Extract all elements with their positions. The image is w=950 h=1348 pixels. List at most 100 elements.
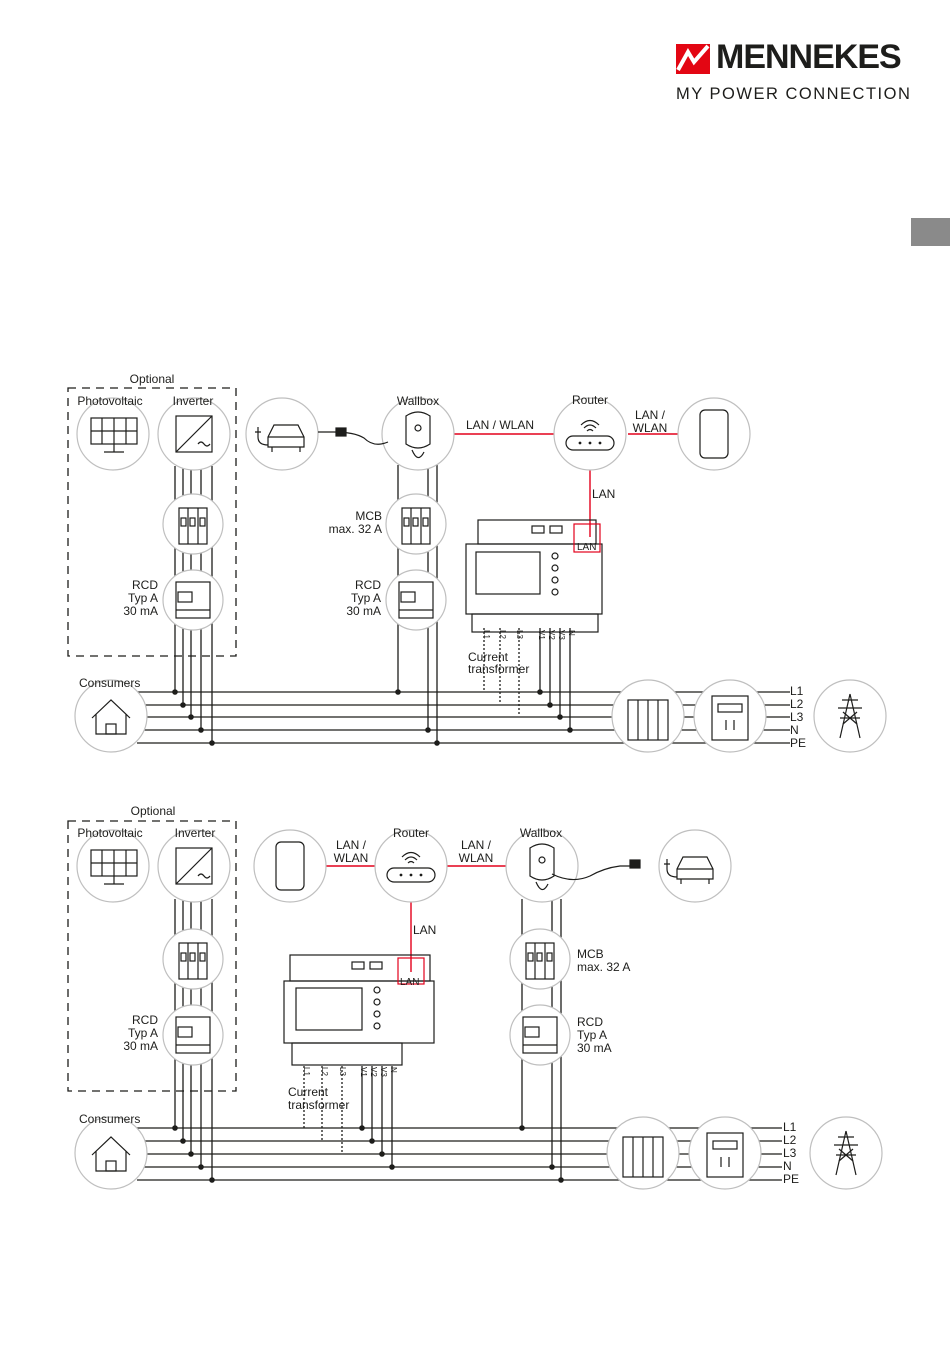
- rcd-label: RCD: [355, 578, 381, 592]
- smartphone-node: [677, 397, 751, 471]
- lan-wlan-label: WLAN: [633, 421, 668, 435]
- optional-label: Optional: [131, 804, 176, 818]
- mcb-node: [509, 928, 571, 990]
- charging-cable-icon: [318, 431, 389, 445]
- terminal-label: V1: [359, 1067, 368, 1077]
- photovoltaic-node: [76, 397, 150, 471]
- terminal-label: V1: [537, 630, 546, 640]
- mcb-label: MCB: [577, 947, 604, 961]
- consumers-node: [74, 1116, 148, 1190]
- rcd-label: RCD: [577, 1015, 603, 1029]
- lan-label: LAN: [592, 487, 615, 501]
- optional-frame: [67, 820, 237, 1092]
- pylon-node: [809, 1116, 883, 1190]
- solar-panel-icon: [90, 849, 138, 885]
- rcd-label: RCD: [132, 1013, 158, 1027]
- mcb-node: [385, 493, 447, 555]
- rcd-node: [162, 569, 224, 631]
- photovoltaic-label: Photovoltaic: [77, 826, 142, 840]
- car-node: [658, 829, 732, 903]
- inverter-label: Inverter: [175, 826, 216, 840]
- router-label: Router: [393, 826, 429, 840]
- terminal-label: L2: [498, 630, 507, 639]
- mcb-icon: [178, 507, 208, 545]
- grid-meter-icon: [711, 695, 749, 741]
- router-node: [553, 397, 627, 471]
- rcd-current-label: 30 mA: [577, 1041, 612, 1055]
- rcd-icon: [522, 1016, 558, 1054]
- rcd-label: RCD: [132, 578, 158, 592]
- terminal-label: N: [567, 630, 576, 636]
- rcd-node: [162, 1004, 224, 1066]
- house-icon: [91, 699, 131, 735]
- diagram-top: Optional Photovoltaic Inverter Wallbox R…: [67, 372, 887, 753]
- terminal-label: V2: [547, 630, 556, 640]
- rcd-current-label: 30 mA: [123, 604, 158, 618]
- wallbox-icon: [529, 843, 555, 891]
- lan-label: LAN: [413, 923, 436, 937]
- grid-meter-icon: [706, 1132, 744, 1178]
- rcd-icon: [175, 581, 211, 619]
- current-transformer-label: transformer: [468, 662, 529, 676]
- smartphone-icon: [275, 841, 305, 891]
- terminal-label: V3: [379, 1067, 388, 1077]
- mcb-rating-label: max. 32 A: [329, 522, 382, 536]
- router-label: Router: [572, 393, 608, 407]
- phase-l2-label: L2: [783, 1133, 797, 1147]
- power-pylon-icon: [834, 1130, 858, 1176]
- photovoltaic-node: [76, 829, 150, 903]
- mennekes-logo: [676, 44, 710, 74]
- main-breaker-icon: [622, 1136, 664, 1178]
- phase-l3-label: L3: [783, 1146, 797, 1160]
- phase-l3-label: L3: [790, 710, 804, 724]
- lan-wlan-label: LAN /: [336, 838, 367, 852]
- router-icon: [565, 419, 615, 451]
- lan-wlan-label: LAN / WLAN: [466, 418, 534, 432]
- terminal-label: V3: [557, 630, 566, 640]
- house-icon: [91, 1136, 131, 1172]
- consumers-label: Consumers: [79, 676, 140, 690]
- rcd-node: [385, 569, 447, 631]
- neutral-label: N: [783, 1159, 792, 1173]
- diagram-bottom: Optional Photovoltaic Inverter Router Wa…: [67, 804, 883, 1190]
- phase-l1-label: L1: [790, 684, 804, 698]
- mcb-icon: [525, 942, 555, 980]
- mcb-label: MCB: [355, 509, 382, 523]
- rcd-type-label: Typ A: [577, 1028, 607, 1042]
- rcd-icon: [175, 1016, 211, 1054]
- router-icon: [386, 851, 436, 883]
- current-transformer-label: transformer: [288, 1098, 349, 1112]
- wallbox-node: [381, 397, 455, 471]
- lan-wlan-label: WLAN: [459, 851, 494, 865]
- grid-meter-node: [693, 679, 767, 753]
- main-breaker-icon: [627, 699, 669, 741]
- terminal-label: L3: [338, 1067, 347, 1076]
- terminal-label: L1: [482, 630, 491, 639]
- energy-meter-icon: [283, 954, 435, 1066]
- energy-meter-icon: [465, 519, 603, 633]
- smartphone-icon: [699, 409, 729, 459]
- grid-meter-node: [688, 1116, 762, 1190]
- terminal-label: L3: [515, 630, 524, 639]
- optional-frame: [67, 387, 237, 657]
- inverter-label: Inverter: [173, 394, 214, 408]
- terminal-label: L2: [320, 1067, 329, 1076]
- phase-l1-label: L1: [783, 1120, 797, 1134]
- wallbox-label: Wallbox: [397, 394, 439, 408]
- rcd-current-label: 30 mA: [346, 604, 381, 618]
- car-icon: [255, 424, 305, 452]
- terminal-label: V2: [369, 1067, 378, 1077]
- lan-wlan-label: LAN /: [461, 838, 492, 852]
- smartphone-node: [253, 829, 327, 903]
- car-node: [245, 397, 319, 471]
- lan-wlan-label: WLAN: [334, 851, 369, 865]
- mcb-icon: [178, 942, 208, 980]
- pylon-node: [813, 679, 887, 753]
- mcb-node: [162, 493, 224, 555]
- mcb-icon: [401, 507, 431, 545]
- rcd-type-label: Typ A: [351, 591, 381, 605]
- consumers-label: Consumers: [79, 1112, 140, 1126]
- charging-cable-icon: [551, 865, 634, 881]
- inverter-icon: [175, 415, 213, 453]
- rcd-node: [509, 1004, 571, 1066]
